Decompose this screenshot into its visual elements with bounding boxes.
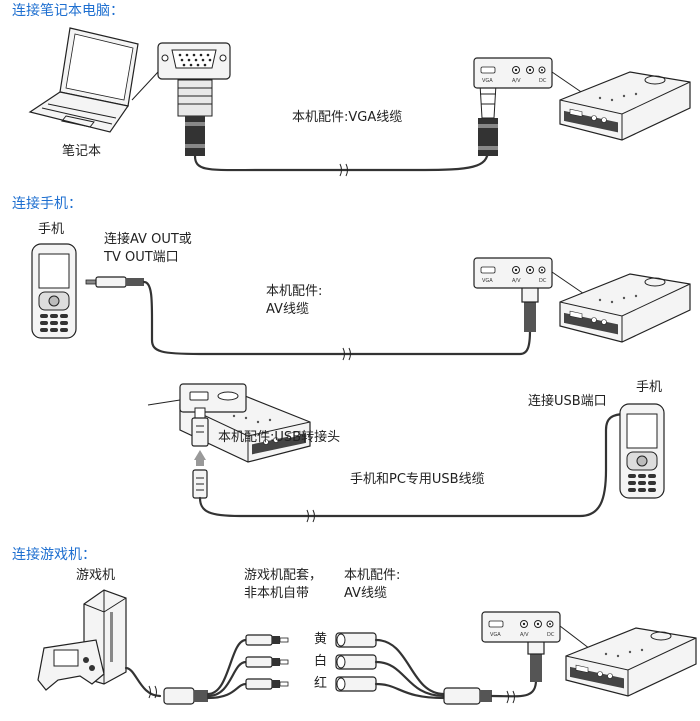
vga-cable-label: 本机配件:VGA线缆: [292, 110, 403, 125]
phone-icon: [31, 243, 77, 339]
vga-plug-right: [478, 83, 498, 156]
console-label: 游戏机: [76, 568, 116, 583]
game-cable-left: [124, 666, 162, 698]
game-kit-label-2: 非本机自带: [244, 586, 310, 601]
usb-cable-label: 手机和PC专用USB线缆: [350, 472, 485, 487]
av-out-label-1: 连接AV OUT或: [104, 232, 192, 247]
game-kit-label-1: 游戏机配套，: [244, 568, 323, 583]
av-jack-plug: [85, 276, 144, 288]
game-av-label-2: AV线缆: [344, 586, 387, 601]
rca-plug-red: [245, 678, 289, 690]
usb-adapter-label: 本机配件:USB转接头: [218, 430, 341, 445]
phone-label-1: 手机: [38, 222, 65, 237]
laptop-callout-line: [131, 71, 159, 101]
port-panel-vga: [473, 57, 553, 89]
heading-game: 连接游戏机：: [12, 547, 96, 563]
rca-plug-white: [245, 656, 289, 668]
heading-laptop: 连接笔记本电脑：: [12, 3, 124, 19]
splitter-right: [443, 687, 492, 705]
rca-socket-yellow: [335, 632, 377, 648]
usb-callout-line: [147, 399, 181, 406]
vga-plug: [177, 79, 213, 156]
usb-cable: [198, 412, 628, 518]
projector-icon-2: [559, 273, 691, 343]
av-cable-label-1: 本机配件:: [266, 284, 323, 299]
game-av-label-1: 本机配件:: [344, 568, 401, 583]
vga-cable: [193, 148, 490, 172]
av-out-label-2: TV OUT端口: [104, 250, 179, 265]
rca-white-label: 白: [314, 654, 328, 669]
rca-wire-red-right: [374, 682, 446, 700]
laptop-label: 笔记本: [62, 144, 102, 159]
rca-wire-yellow-left: [206, 638, 248, 696]
rca-red-label: 红: [314, 676, 328, 691]
rca-plug-yellow: [245, 634, 289, 646]
rca-socket-white: [335, 654, 377, 670]
splitter-left: [163, 687, 208, 705]
rca-wire-white-left: [206, 660, 248, 698]
projector-icon: [559, 71, 691, 141]
heading-phone: 连接手机：: [12, 196, 82, 212]
av-cable: [142, 280, 532, 356]
usb-cable-plug: [192, 469, 208, 499]
game-av-cable-right: [490, 678, 538, 698]
port-panel-game: [481, 611, 561, 643]
rca-wire-red-left: [206, 682, 248, 700]
phone-label-2: 手机: [636, 380, 663, 395]
projector-icon-4: [565, 627, 697, 697]
av-cable-label-2: AV线缆: [266, 302, 309, 317]
usb-adapter: [191, 407, 209, 466]
rca-wire-yellow-right: [374, 638, 446, 696]
laptop-icon: [28, 27, 139, 133]
gamepad-icon: [37, 639, 105, 691]
rca-yellow-label: 黄: [314, 632, 328, 647]
rca-socket-red: [335, 676, 377, 692]
vga-connector-callout: [157, 42, 231, 80]
usb-port-label: 连接USB端口: [528, 394, 607, 409]
port-panel-av: [473, 257, 553, 289]
usb-port-panel: [179, 383, 247, 413]
phone-icon-2: [619, 403, 665, 499]
rca-wire-white-right: [374, 660, 446, 698]
